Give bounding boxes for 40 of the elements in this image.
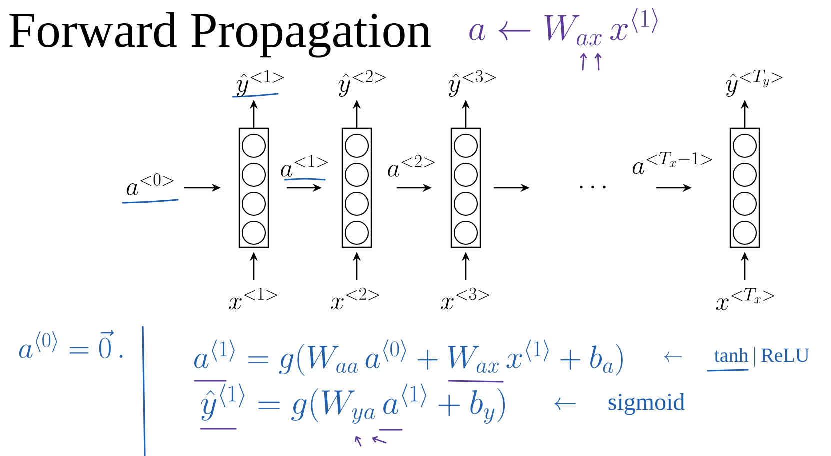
handwritten-note: $\leftarrow\quad\; \mathrm{tanh}\,|\,\mathrm{ReLU}$ <box>664 347 810 367</box>
edge-label: $a^{<T_x-1>}$ <box>630 151 716 175</box>
unit-circle <box>344 134 370 158</box>
unit-circle <box>242 220 266 246</box>
handwritten-equation: $\hat{y}^{\langle 1\rangle} = g(W_{ya}\, a^{\langle 1\rangle} + b_y)$ <box>201 384 505 424</box>
unit-circle <box>242 192 266 216</box>
handwritten-equation: $a^{\langle 0\rangle} = \vec{0}\,.$ <box>19 330 123 358</box>
handwritten-equation: $a^{\langle 1\rangle} = g(W_{aa}\, a^{\langle 0\rangle} + W_{ax}\, x^{\langle 1\rangle} + b_a)$ <box>194 340 623 376</box>
activation-label: $a^{<0>}$ <box>126 174 174 196</box>
unit-circle <box>344 220 370 246</box>
unit-circle <box>344 192 370 216</box>
unit-circle <box>242 162 266 188</box>
output-label: $\hat{y}^{<1>}$ <box>236 70 284 98</box>
unit-circle <box>344 162 370 188</box>
ellipsis: $\cdots$ <box>580 186 606 189</box>
unit-circle <box>454 162 478 188</box>
handwritten-note: $a \leftarrow W_{ax}\, x^{\langle 1\rangle}$ <box>470 8 658 46</box>
output-label: $\hat{y}^{<2>}$ <box>338 70 386 98</box>
unit-circle <box>732 134 758 158</box>
rnn-cell <box>730 128 760 248</box>
rnn-cell <box>342 128 372 248</box>
unit-circle <box>454 220 478 246</box>
unit-circle <box>454 192 478 216</box>
unit-circle <box>454 134 478 158</box>
unit-circle <box>242 134 266 158</box>
edge-label: $a^{<1>}$ <box>279 154 331 178</box>
output-label: $\hat{y}^{<3>}$ <box>448 70 496 98</box>
input-label: $x^{<3>}$ <box>441 288 490 310</box>
title: Forward Propagation <box>10 12 431 58</box>
input-label: $x^{<1>}$ <box>229 288 278 310</box>
input-label: $x^{<T_x>}$ <box>716 288 774 310</box>
rnn-cell <box>450 128 482 248</box>
input-label: $x^{<2>}$ <box>331 288 380 310</box>
output-label: $\hat{y}^{<T_y>}$ <box>726 70 783 98</box>
rnn-cell <box>238 128 270 248</box>
unit-circle <box>732 220 758 246</box>
handwritten-note: $\leftarrow\quad \mathrm{sigmoid}$ <box>554 393 685 416</box>
edge-label: $a^{<2>}$ <box>386 154 438 178</box>
unit-circle <box>732 192 758 216</box>
unit-circle <box>732 162 758 188</box>
